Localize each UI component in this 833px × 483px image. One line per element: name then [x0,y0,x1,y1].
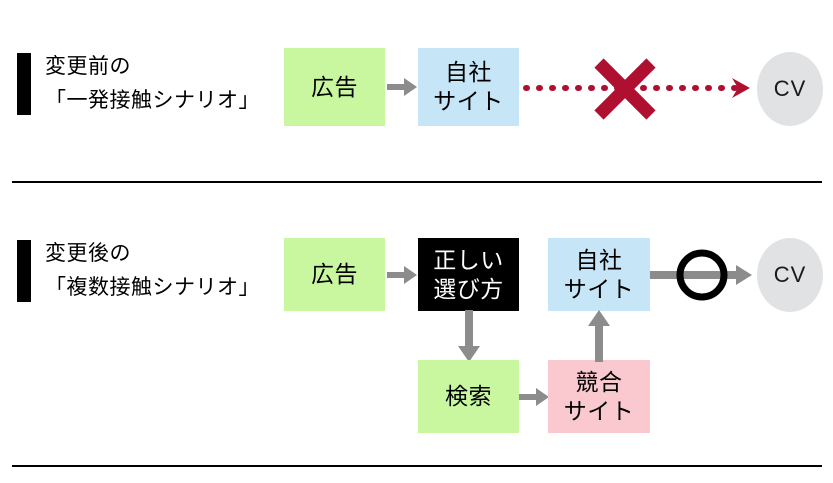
node-cv-after[interactable]: CV [757,238,823,312]
node-how-to-choose[interactable]: 正しい 選び方 [418,238,519,311]
node-ad-after[interactable]: 広告 [284,238,385,311]
connector-howtochoose-to-search [458,310,480,362]
section-marker-after [17,240,31,302]
connector-ownsite-to-cv-after [650,265,752,285]
section-marker-before [17,53,31,115]
node-how-to-choose-label-1: 正しい [433,246,504,273]
node-own-site-before[interactable]: 自社 サイト [418,48,519,126]
node-ad-after-label: 広告 [311,261,358,287]
node-competitor-site-label-1: 競合 [575,368,623,395]
node-own-site-after-label-2: サイト [563,275,635,302]
node-cv-after-label: CV [773,262,807,287]
connector-search-to-competitor [519,388,549,406]
node-own-site-after[interactable]: 自社 サイト [548,238,650,311]
connector-competitor-to-ownsite [588,310,610,362]
node-cv-before[interactable]: CV [757,52,823,126]
node-ad-before-label: 広告 [311,73,358,100]
section-label-after-line2: 「複数接触シナリオ」 [45,276,260,299]
section-label-before-line2: 「一発接触シナリオ」 [45,89,260,112]
failure-cross-icon [594,58,656,120]
success-circle-icon [676,249,728,301]
node-competitor-site-label-2: サイト [563,397,635,424]
connector-ad-to-howtochoose [387,266,417,284]
node-search-label: 検索 [445,383,492,409]
node-own-site-after-label-1: 自社 [575,246,623,273]
node-search[interactable]: 検索 [418,360,519,433]
node-own-site-before-label-2: サイト [433,88,504,114]
section-label-before-line1: 変更前の [45,55,131,78]
section-divider-bottom [12,465,822,467]
node-ad-before[interactable]: 広告 [284,48,385,126]
node-competitor-site[interactable]: 競合 サイト [548,360,650,433]
section-label-after-line1: 変更後の [45,242,131,265]
connector-ad-to-ownsite-before [387,78,417,96]
node-cv-before-label: CV [773,76,807,101]
node-how-to-choose-label-2: 選び方 [433,275,504,302]
section-divider-middle [12,181,822,183]
node-own-site-before-label-1: 自社 [445,59,492,85]
